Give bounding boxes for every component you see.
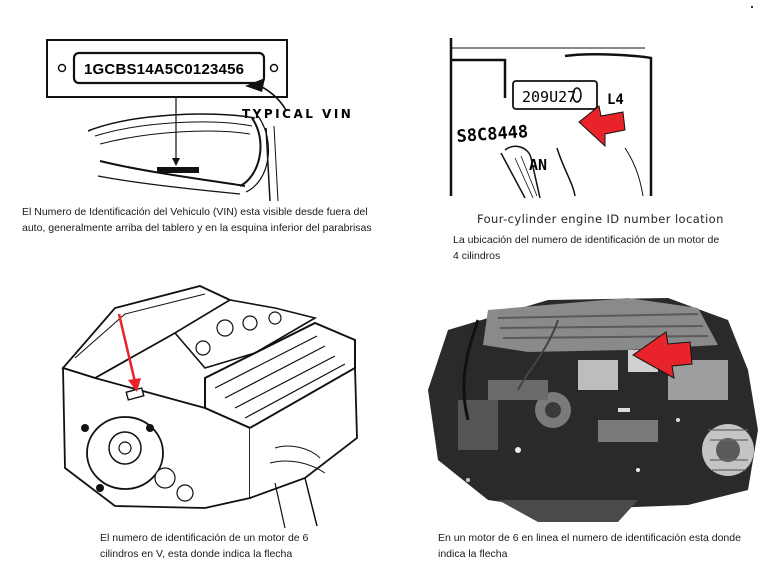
- vin-caption-line-2: auto, generalmente arriba del tablero y …: [22, 222, 372, 234]
- four-cylinder-caption-line-2: 4 cilindros: [453, 250, 501, 262]
- vin-caption: El Numero de Identificación del Vehiculo…: [22, 204, 372, 236]
- inline6-panel: En un motor de 6 en linea el numero de i…: [390, 270, 769, 560]
- inline6-caption: En un motor de 6 en linea el numero de i…: [438, 530, 741, 562]
- inline6-arrow: [632, 331, 693, 379]
- four-cylinder-panel: 209U27 L4 S8C8448 AN Four-cylinder engin…: [390, 0, 769, 265]
- v6-arrow: [117, 313, 137, 383]
- four-cylinder-caption-line-1: La ubicación del numero de identificació…: [453, 234, 720, 246]
- vin-illustration: 1GCBS14A5C0123456 TYPICAL VIN: [46, 39, 353, 201]
- v6-engine-illustration: [61, 285, 358, 528]
- four-cylinder-illustration: 209U27 L4 S8C8448 AN: [449, 38, 653, 198]
- v6-id-pad: [125, 387, 145, 401]
- v6-caption-line-2: cilindros en V, esta donde indica la fle…: [100, 548, 293, 560]
- inline6-caption-line-1: En un motor de 6 en linea el numero de i…: [438, 532, 741, 544]
- four-cylinder-heading: Four-cylinder engine ID number location: [477, 212, 724, 226]
- engine-id-letters: S8C8448: [456, 122, 529, 147]
- vin-caption-line-1: El Numero de Identificación del Vehiculo…: [22, 206, 368, 218]
- v6-panel: El numero de identificación de un motor …: [0, 270, 390, 560]
- engine-id-number: 209U27: [522, 88, 576, 106]
- corner-dot: [751, 6, 753, 8]
- vin-number: 1GCBS14A5C0123456: [84, 61, 244, 78]
- v6-caption-line-1: El numero de identificación de un motor …: [100, 532, 309, 544]
- typical-vin-label: TYPICAL VIN: [242, 107, 353, 121]
- inline6-caption-line-2: indica la flecha: [438, 548, 508, 560]
- inline6-engine-photo: [428, 290, 763, 525]
- vin-dash-plate: [157, 167, 199, 173]
- v6-caption: El numero de identificación de un motor …: [100, 530, 308, 562]
- engine-id-code: L4: [607, 92, 624, 108]
- four-cylinder-caption: La ubicación del numero de identificació…: [453, 232, 719, 264]
- four-cylinder-arrow: [578, 105, 626, 148]
- vin-panel: 1GCBS14A5C0123456 TYPICAL VIN El Numero …: [0, 0, 390, 250]
